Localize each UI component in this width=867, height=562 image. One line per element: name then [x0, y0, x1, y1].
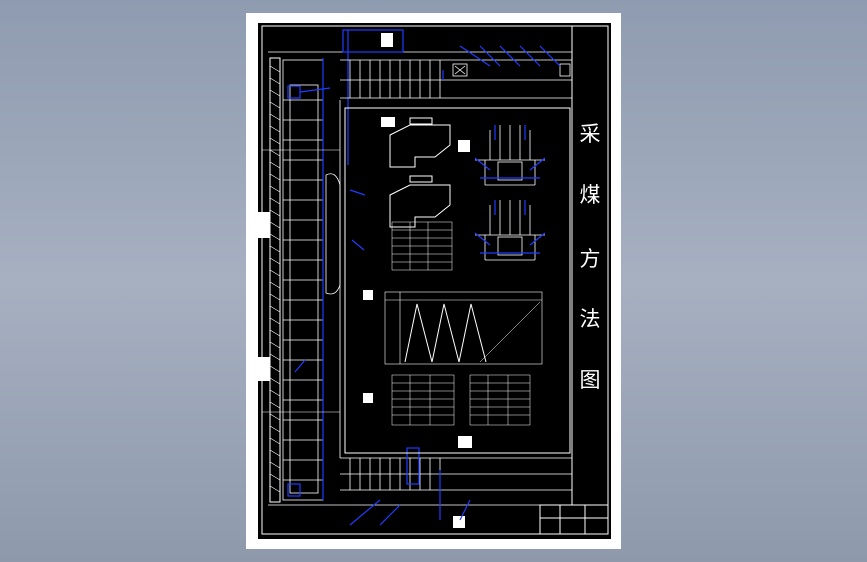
title-char-3: 方 — [579, 247, 601, 271]
axis-lines — [262, 149, 340, 413]
title-char-4: 法 — [579, 307, 601, 331]
title-char-5: 图 — [579, 368, 601, 392]
drawing-border — [261, 25, 609, 535]
left-pillars — [258, 212, 270, 381]
top-blocks — [381, 33, 470, 152]
operation-cycle-chart — [384, 291, 543, 365]
title-char-2: 煤 — [579, 183, 601, 207]
staffing-table — [391, 374, 455, 426]
face-annotations — [287, 30, 366, 500]
economic-table — [469, 374, 531, 426]
shearer-view-1 — [389, 117, 451, 168]
section-annotations — [474, 125, 546, 254]
bottom-gate-road — [268, 100, 572, 506]
top-gate-road — [268, 51, 572, 99]
gob-area — [269, 57, 281, 503]
bottom-blocks — [363, 290, 472, 528]
bottom-annotations — [349, 447, 471, 526]
parameter-table — [391, 221, 453, 271]
detail-area — [344, 107, 571, 454]
roadway-section-2 — [475, 200, 545, 261]
shearer-view-2 — [389, 175, 451, 228]
working-face-supports — [282, 59, 341, 501]
title-block — [539, 504, 609, 535]
top-annotations — [342, 29, 561, 80]
title-char-1: 采 — [579, 122, 601, 146]
roadway-section-1 — [475, 125, 545, 186]
